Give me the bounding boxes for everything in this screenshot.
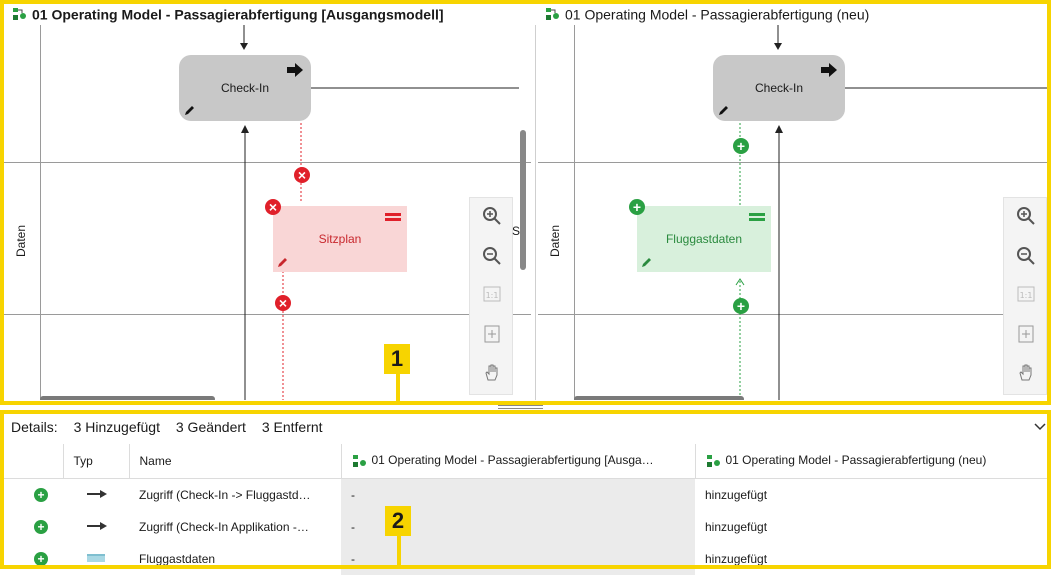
removed-marker-icon: ×	[265, 199, 281, 215]
added-marker-icon: +	[733, 138, 749, 154]
row-left-value: -	[341, 478, 695, 511]
table-row[interactable]: + Zugriff (Check-In Applikation -… - hin…	[4, 511, 1047, 543]
added-status-icon: +	[34, 552, 48, 566]
splitter-grip[interactable]	[498, 405, 543, 409]
right-model-canvas[interactable]: Daten Check-In + Fluggastdaten	[538, 25, 1047, 400]
model-icon	[706, 455, 720, 467]
data-node-fluggastdaten[interactable]: Fluggastdaten	[637, 206, 771, 272]
actual-size-icon[interactable]: 1:1	[482, 284, 502, 304]
zoom-out-icon[interactable]	[482, 246, 502, 266]
callout-connector	[396, 372, 400, 405]
details-summary-bar: Details: 3 Hinzugefügt 3 Geändert 3 Entf…	[0, 414, 1051, 440]
pane-splitter[interactable]	[535, 25, 536, 400]
callout-2: 2	[385, 506, 411, 536]
lane-divider	[4, 162, 531, 163]
zoom-out-icon[interactable]	[1016, 246, 1036, 266]
removed-count[interactable]: 3 Entfernt	[261, 419, 323, 435]
model-icon	[546, 8, 559, 21]
data-object-icon	[87, 554, 105, 562]
removed-marker-icon: ×	[275, 295, 291, 311]
row-name: Zugriff (Check-In -> Fluggastd…	[139, 488, 311, 502]
pan-hand-icon[interactable]	[1016, 362, 1036, 382]
lane-divider	[40, 25, 41, 400]
right-pane-title: 01 Operating Model - Passagierabfertigun…	[545, 4, 869, 22]
column-header-name[interactable]: Name	[129, 444, 342, 479]
row-right-value: hinzugefügt	[705, 488, 768, 502]
added-marker-icon: +	[629, 199, 645, 215]
column-header-right-model[interactable]: 01 Operating Model - Passagierabfertigun…	[695, 444, 1047, 479]
row-right-value: hinzugefügt	[705, 552, 768, 566]
arrow-icon	[87, 522, 107, 530]
data-node-sitzplan[interactable]: Sitzplan	[273, 206, 407, 272]
data-node-label: Fluggastdaten	[665, 232, 743, 246]
zoom-toolbar: 1:1	[1003, 197, 1047, 395]
changed-count[interactable]: 3 Geändert	[175, 419, 246, 435]
actual-size-icon[interactable]: 1:1	[1016, 284, 1036, 304]
data-node-label: Sitzplan	[318, 232, 362, 246]
pencil-icon	[642, 258, 651, 267]
table-header-row: Typ Name 01 Operating Model - Passagiera…	[4, 444, 1047, 479]
fit-page-icon[interactable]	[482, 324, 502, 344]
lane-divider	[574, 25, 575, 400]
row-left-value: -	[341, 543, 695, 575]
callout-connector	[397, 535, 401, 569]
model-icon	[352, 455, 366, 467]
table-row[interactable]: + Zugriff (Check-In -> Fluggastd… - hinz…	[4, 478, 1047, 511]
horizontal-scrollbar[interactable]	[40, 396, 215, 400]
table-row[interactable]: + Fluggastdaten - hinzugefügt	[4, 543, 1047, 575]
row-name: Fluggastdaten	[139, 552, 216, 566]
column-header-left-model[interactable]: 01 Operating Model - Passagierabfertigun…	[341, 444, 696, 479]
added-count[interactable]: 3 Hinzugefügt	[73, 419, 160, 435]
horizontal-scrollbar[interactable]	[574, 396, 744, 400]
arrow-icon	[87, 490, 107, 498]
process-node-label: Check-In	[754, 81, 804, 95]
right-connectors	[735, 25, 1047, 400]
model-icon	[13, 8, 26, 21]
zoom-in-icon[interactable]	[1016, 206, 1036, 226]
truncated-label: S	[512, 224, 521, 238]
row-name: Zugriff (Check-In Applikation -…	[139, 520, 309, 534]
lane-divider	[4, 314, 531, 315]
process-arrow-icon	[821, 63, 837, 77]
lane-divider	[538, 314, 1047, 315]
zoom-toolbar: 1:1	[469, 197, 513, 395]
process-node-check-in[interactable]: Check-In	[179, 55, 311, 121]
column-header-typ[interactable]: Typ	[63, 444, 130, 479]
row-right-value: hinzugefügt	[705, 520, 768, 534]
left-model-canvas[interactable]: Daten Check-In × Sitzplan	[4, 25, 531, 400]
pencil-icon	[185, 106, 194, 115]
chevron-down-icon[interactable]	[1034, 423, 1046, 431]
svg-text:1:1: 1:1	[486, 291, 499, 300]
data-object-icon	[749, 213, 765, 221]
fit-page-icon[interactable]	[1016, 324, 1036, 344]
process-arrow-icon	[287, 63, 303, 77]
details-label: Details:	[11, 419, 58, 435]
callout-1: 1	[384, 344, 410, 374]
changes-table: Typ Name 01 Operating Model - Passagiera…	[4, 444, 1047, 575]
process-node-label: Check-In	[220, 81, 270, 95]
lane-divider	[538, 162, 1047, 163]
column-header-status[interactable]	[4, 444, 64, 479]
zoom-in-icon[interactable]	[482, 206, 502, 226]
left-pane-title: 01 Operating Model - Passagierabfertigun…	[12, 4, 444, 22]
data-object-icon	[385, 213, 401, 221]
process-node-check-in[interactable]: Check-In	[713, 55, 845, 121]
pan-hand-icon[interactable]	[482, 362, 502, 382]
added-marker-icon: +	[733, 298, 749, 314]
svg-text:1:1: 1:1	[1020, 291, 1033, 300]
added-status-icon: +	[34, 488, 48, 502]
pencil-icon	[278, 258, 287, 267]
left-connectors	[240, 25, 519, 400]
pencil-icon	[719, 106, 728, 115]
removed-marker-icon: ×	[294, 167, 310, 183]
vertical-scrollbar[interactable]	[520, 130, 526, 270]
added-status-icon: +	[34, 520, 48, 534]
